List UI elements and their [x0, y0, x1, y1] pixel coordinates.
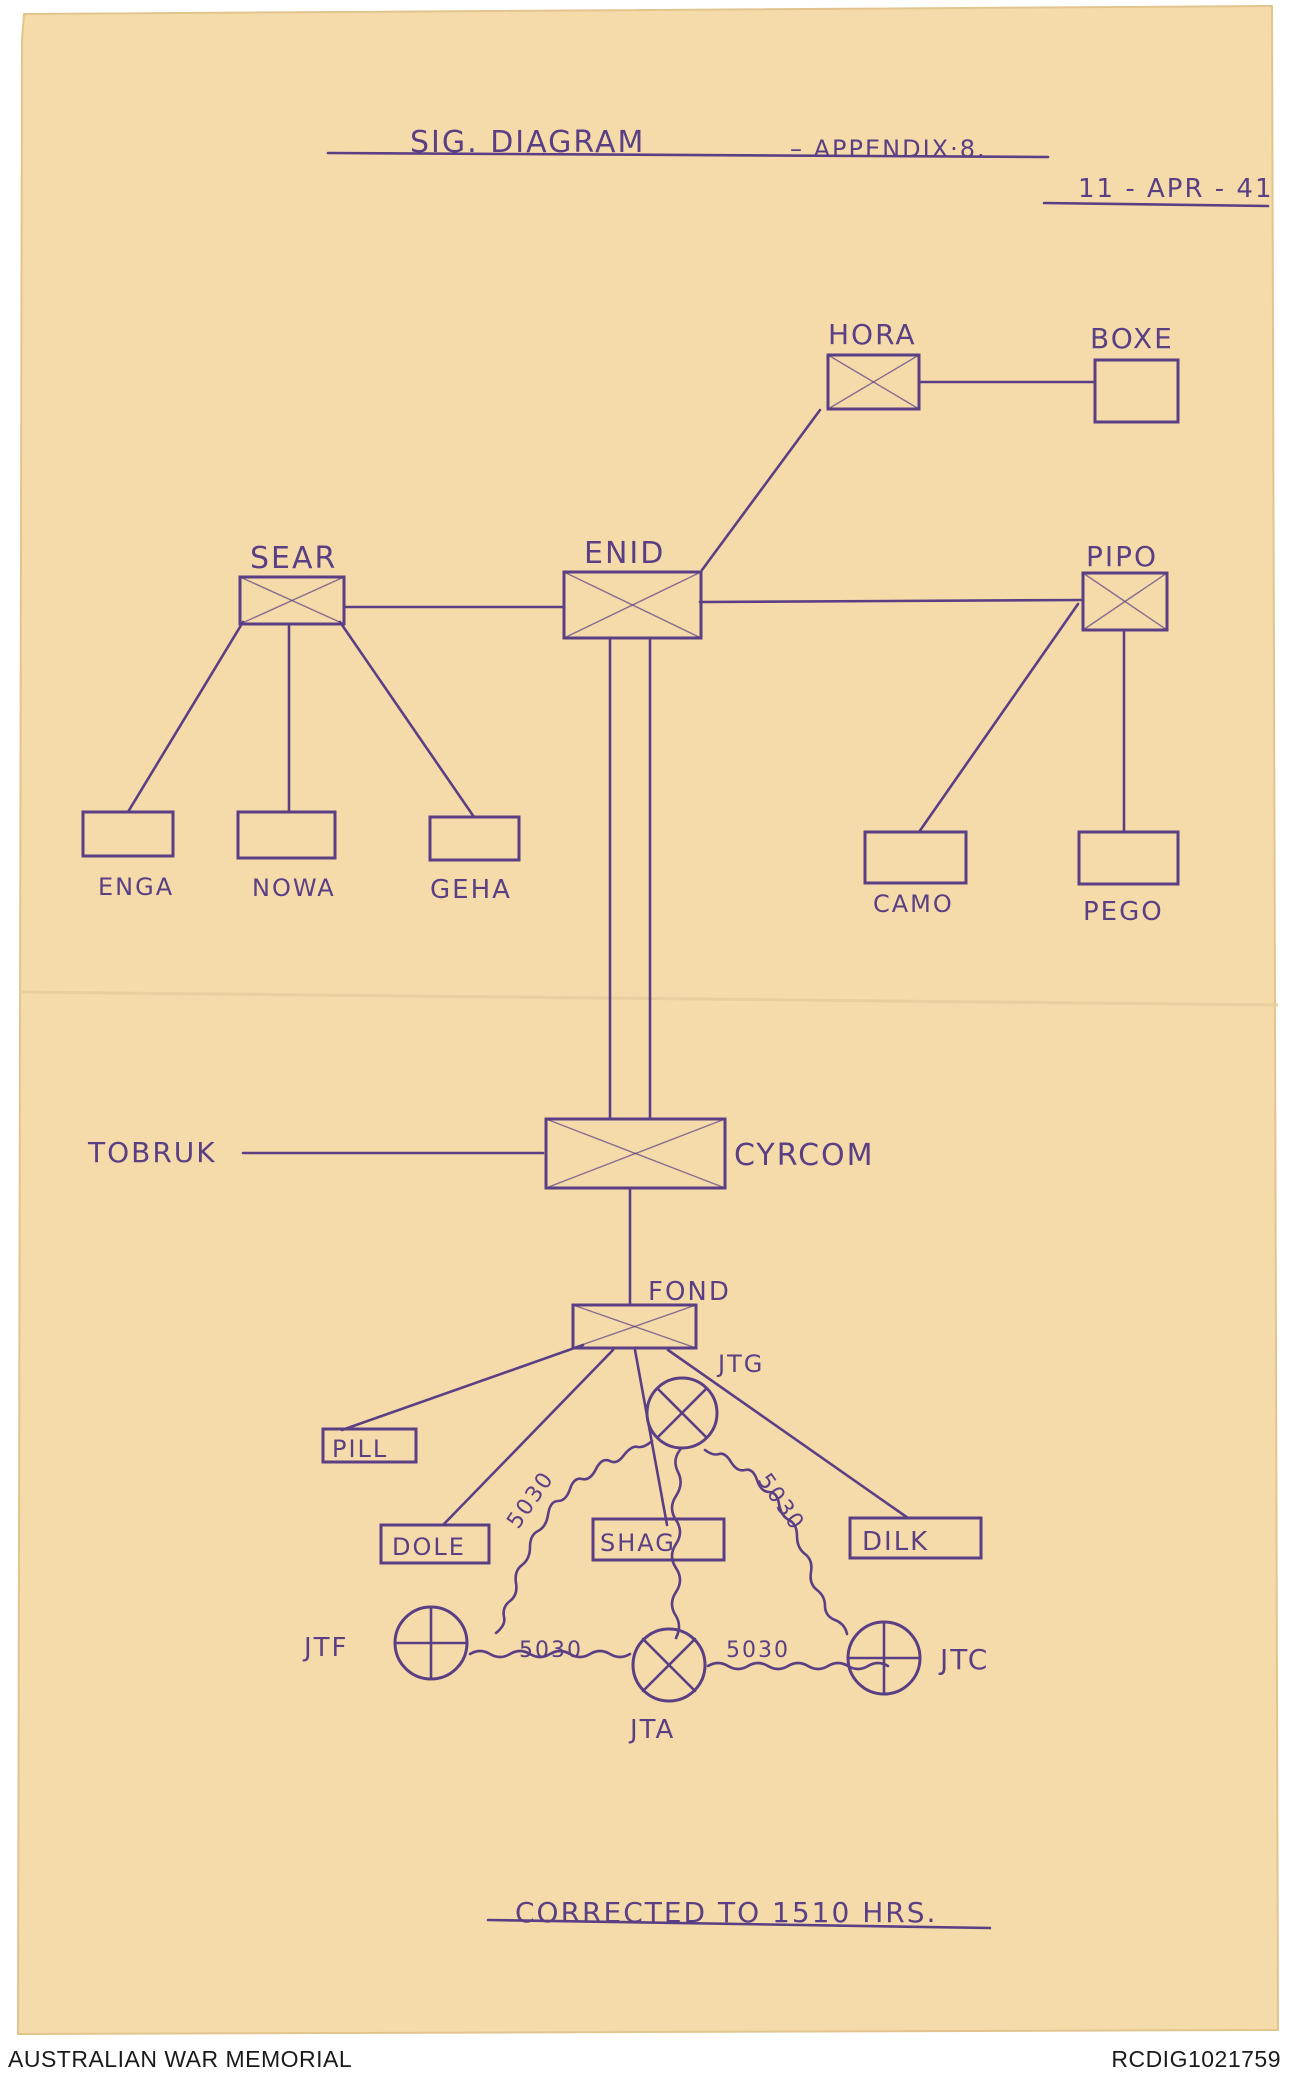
signal-diagram: SIG. DIAGRAM – APPENDIX·8. 11 - APR - 41 — [16, 4, 1280, 2036]
sear-label: SEAR — [250, 541, 337, 576]
node-dilk: DILK — [848, 1516, 983, 1560]
node-fond: FOND — [571, 1277, 731, 1350]
sear-cross-b — [239, 576, 345, 625]
date-underline — [1042, 201, 1270, 208]
dilk-label: DILK — [862, 1527, 929, 1557]
radio-link-jtg-jtf — [494, 1439, 654, 1635]
boxe-label: BOXE — [1090, 322, 1174, 355]
jta-label: JTA — [628, 1715, 675, 1745]
pill-label: PILL — [332, 1435, 388, 1463]
node-hora: HORA — [826, 318, 921, 411]
hora-box — [826, 353, 921, 411]
camo-box — [863, 830, 968, 885]
enga-box — [81, 810, 175, 858]
enid-cross-b — [563, 571, 702, 639]
enid-label: ENID — [584, 536, 665, 571]
tobruk-label: TOBRUK — [87, 1136, 217, 1169]
radio-link-jta-jtc — [706, 1661, 890, 1671]
jtf-label: JTF — [302, 1633, 349, 1663]
dole-label: DOLE — [392, 1533, 466, 1561]
radio-link-jtg-jta — [670, 1448, 682, 1640]
cyrcom-label: CYRCOM — [734, 1138, 875, 1173]
node-dole: DOLE — [379, 1523, 491, 1565]
radio-link-jtf-jta — [468, 1649, 632, 1659]
node-tobruk: TOBRUK — [87, 1136, 217, 1169]
link-fond-shag — [633, 1348, 669, 1527]
pipo-cross-b — [1082, 572, 1168, 631]
footer-band — [0, 2040, 1289, 2082]
pego-label: PEGO — [1083, 897, 1164, 927]
boxe-box — [1093, 358, 1180, 424]
dole-box — [379, 1523, 491, 1565]
jtg-cross-b — [656, 1387, 708, 1439]
cyrcom-cross-b — [545, 1118, 726, 1189]
appendix-label: – APPENDIX·8. — [790, 135, 987, 163]
fond-box — [571, 1303, 698, 1350]
geha-label: GEHA — [430, 875, 512, 905]
freq-label-jtf-jta: 5030 — [519, 1638, 583, 1663]
pipo-box — [1081, 571, 1169, 632]
jta-cross-b — [641, 1637, 697, 1693]
node-enga: ENGA — [81, 810, 175, 901]
link-pipo-camo — [917, 602, 1080, 834]
link-enid-hora — [700, 408, 822, 572]
node-jtf: JTF — [302, 1605, 469, 1681]
link-sear-enga — [126, 620, 245, 814]
node-jtc: JTC — [846, 1620, 989, 1696]
fond-cross-b — [572, 1304, 697, 1349]
jtc-label: JTC — [938, 1643, 989, 1676]
node-pill: PILL — [321, 1427, 418, 1464]
geha-box — [428, 815, 521, 862]
link-sear-geha — [338, 620, 476, 819]
enga-label: ENGA — [98, 873, 174, 901]
link-fond-pill — [340, 1343, 585, 1432]
jta-circle — [631, 1627, 707, 1703]
hora-label: HORA — [828, 318, 917, 351]
nowa-label: NOWA — [252, 874, 336, 902]
node-enid: ENID — [562, 536, 703, 640]
jtg-label: JTG — [716, 1350, 764, 1378]
pego-box — [1077, 830, 1180, 886]
nowa-box — [236, 810, 337, 860]
node-shag: SHAG — [591, 1517, 726, 1562]
jtg-circle — [645, 1376, 719, 1450]
node-geha: GEHA — [428, 815, 521, 905]
node-cyrcom: CYRCOM — [544, 1117, 875, 1190]
pill-box — [321, 1427, 418, 1464]
paper-sheet — [16, 4, 1280, 2036]
link-enid-pipo — [698, 598, 1084, 604]
node-camo: CAMO — [863, 830, 968, 918]
camo-label: CAMO — [873, 890, 954, 918]
node-sear: SEAR — [238, 541, 346, 626]
node-pipo: PIPO — [1081, 540, 1169, 632]
connections — [126, 380, 1126, 1671]
radio-link-jtg-jtc — [703, 1448, 849, 1636]
archive-credit: AUSTRALIAN WAR MEMORIAL — [8, 2046, 353, 2072]
node-boxe: BOXE — [1090, 322, 1180, 424]
link-fond-dilk — [666, 1348, 910, 1520]
node-jta: JTA — [628, 1627, 707, 1745]
shag-label: SHAG — [600, 1529, 676, 1557]
archive-id: RCDIG1021759 — [1111, 2046, 1281, 2072]
dilk-box — [848, 1516, 983, 1560]
node-jtg: JTG — [645, 1350, 764, 1450]
link-fond-dole — [441, 1348, 615, 1527]
diagram-date: 11 - APR - 41 — [1078, 174, 1274, 204]
pipo-label: PIPO — [1086, 540, 1158, 573]
node-nowa: NOWA — [236, 810, 337, 902]
correction-underline — [486, 1918, 992, 1930]
node-pego: PEGO — [1077, 830, 1180, 927]
cyrcom-box — [544, 1117, 727, 1190]
freq-label-jta-jtc: 5030 — [726, 1638, 790, 1663]
hora-cross-b — [827, 354, 920, 410]
sear-box — [238, 575, 346, 626]
enid-box — [562, 570, 703, 640]
title-underline — [326, 151, 1050, 159]
shag-box — [591, 1517, 726, 1562]
fond-label: FOND — [648, 1277, 731, 1307]
